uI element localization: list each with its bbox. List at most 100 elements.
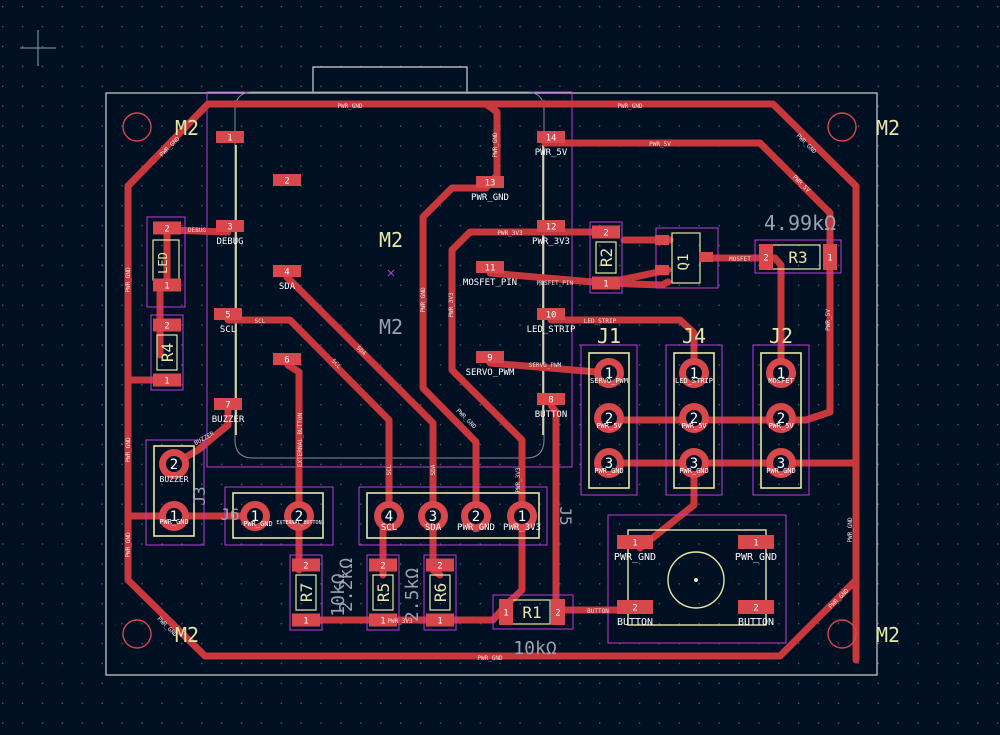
module-pin-10-number: 10 <box>546 311 557 321</box>
mounting-hole-2[interactable] <box>827 112 857 142</box>
header-j6-pin-2-number: 2 <box>295 509 303 525</box>
header-j2-ref: J2 <box>769 324 793 348</box>
resistor-r3-value: 4.99kΩ <box>764 211 836 235</box>
module-pin-7[interactable] <box>214 398 242 410</box>
header-j4-pin-1-drill <box>686 365 702 381</box>
module-pin-2[interactable] <box>273 174 301 186</box>
resistor-r1-pad-2[interactable] <box>551 599 565 625</box>
q1-pin-2[interactable] <box>655 265 669 275</box>
net-label-15: PWR_5V <box>649 141 671 148</box>
module-pin-10[interactable] <box>537 308 565 320</box>
resistor-r7-pad-1[interactable] <box>292 613 320 627</box>
net-label-28: BUTTON <box>587 608 609 615</box>
mounting-hole-3[interactable] <box>122 619 152 649</box>
module-pin-13[interactable] <box>476 176 504 188</box>
resistor-r5-body <box>372 574 394 611</box>
module-pin-12[interactable] <box>537 220 565 232</box>
header-j2-pin-net-2: PWR_5V <box>768 422 794 430</box>
header-j4-pin-net-1: LED_STRIP <box>675 377 713 385</box>
resistor-r2-pad-1[interactable] <box>592 276 620 290</box>
resistor-r3-pad-2[interactable] <box>759 244 773 270</box>
header-j6-pin-1-drill <box>247 508 263 524</box>
net-label-5: PWR_GND <box>125 267 132 293</box>
module-pin-14-number: 14 <box>546 134 557 144</box>
resistor-r6-pad-2[interactable] <box>426 558 454 572</box>
led-ref: LED <box>156 252 170 274</box>
header-j4-pin-net-2: PWR_5V <box>681 422 707 430</box>
header-j4-pin-2-drill <box>686 410 702 426</box>
net-label-19: PWR_3V3 <box>448 292 455 318</box>
button-pad-4[interactable] <box>738 600 774 614</box>
module-pin-11[interactable] <box>476 261 504 273</box>
button-pad-3[interactable] <box>617 600 653 614</box>
mounting-hole-4[interactable] <box>827 619 857 649</box>
resistor-r6-pad-1-number: 1 <box>437 617 442 627</box>
board-edge-cuts <box>105 66 878 676</box>
resistor-r5-pad-2[interactable] <box>369 558 397 572</box>
header-j1-pin-2-drill <box>601 410 617 426</box>
q1-pin-3[interactable] <box>699 252 713 262</box>
module-pin-8[interactable] <box>537 393 565 405</box>
resistor-r7-pad-2[interactable] <box>292 558 320 572</box>
resistor-r2-pad-2[interactable] <box>592 225 620 239</box>
q1-pin-1[interactable] <box>655 235 669 245</box>
button-courtyard <box>607 514 787 644</box>
button-pad-2-number: 1 <box>753 539 758 549</box>
header-j5-pin-net-4: SCL <box>381 523 397 533</box>
resistor-r3-pad-1[interactable] <box>823 244 837 270</box>
module-pin-1[interactable] <box>216 131 244 143</box>
header-j6-silk <box>232 492 324 539</box>
header-j3-pin-1-drill <box>166 508 182 524</box>
button-pad-1[interactable] <box>617 535 653 549</box>
resistor-r1-pad-1[interactable] <box>499 599 513 625</box>
header-j2-pin-2-number: 2 <box>777 411 785 427</box>
module-label-top: M2 <box>379 228 403 252</box>
header-j1-pin-3-number: 3 <box>605 456 613 472</box>
header-j5-pin-net-2: PWR_GND <box>457 523 495 533</box>
module-pin-13-number: 13 <box>485 179 496 189</box>
header-j2-pin-3-drill <box>773 455 789 471</box>
module-pin-7-number: 7 <box>225 401 230 411</box>
module-pin-14[interactable] <box>537 131 565 143</box>
module-pin-net-12: PWR_3V3 <box>532 237 570 247</box>
net-label-20: PWR_3V3 <box>515 467 522 493</box>
resistor-r4-pad-1[interactable] <box>153 373 181 387</box>
resistor-r6-pad-1[interactable] <box>426 613 454 627</box>
resistor-r4-pad-2[interactable] <box>153 318 181 332</box>
resistor-r5-pad-1-number: 1 <box>380 617 385 627</box>
net-label-3: PWR_GND <box>477 655 503 662</box>
header-j1-pin-net-3: PWR_GND <box>594 467 624 475</box>
module-pin-6[interactable] <box>273 353 301 365</box>
net-label-31: MOSFET_PIN <box>537 280 574 287</box>
header-j4-pin-net-3: PWR_GND <box>679 467 709 475</box>
led-pad-2[interactable] <box>153 221 181 235</box>
mounting-hole-label-2: M2 <box>876 116 900 140</box>
module-pin-5-number: 5 <box>225 311 230 321</box>
resistor-r6-courtyard <box>423 554 457 631</box>
header-j5-pin-net-3: SDA <box>425 523 442 533</box>
net-label-27: EXTERNAL_BUTTON <box>297 413 304 468</box>
led-pad-1[interactable] <box>153 278 181 292</box>
led-pad-2-number: 2 <box>164 225 169 235</box>
net-label-17: PWR_5V <box>825 309 832 331</box>
resistor-r4-pad-1-number: 1 <box>164 377 169 387</box>
mounting-hole-label-1: M2 <box>175 116 199 140</box>
module-pin-5[interactable] <box>214 308 242 320</box>
net-label-11: PWR_GND <box>420 287 427 313</box>
net-label-8: PWR_GND <box>847 517 854 543</box>
button-pad-2[interactable] <box>738 535 774 549</box>
module-pin-4[interactable] <box>273 265 301 277</box>
resistor-r2-pad-2-number: 2 <box>603 229 608 239</box>
resistor-r5-pad-1[interactable] <box>369 613 397 627</box>
header-j3-pin-1-number: 1 <box>170 509 178 525</box>
header-j3-courtyard <box>145 439 205 546</box>
module-pin-9[interactable] <box>476 351 504 363</box>
resistor-r2-ref: R2 <box>597 248 616 267</box>
resistor-r5-value: 2.2kΩ <box>336 558 357 612</box>
header-j3-pin-2-number: 2 <box>170 457 178 473</box>
header-j6-pin-net-2: EXTERNAL_BUTTON <box>276 520 321 526</box>
mounting-hole-1[interactable] <box>122 112 152 142</box>
module-pin-3[interactable] <box>216 220 244 232</box>
module-pin-12-number: 12 <box>546 223 557 233</box>
